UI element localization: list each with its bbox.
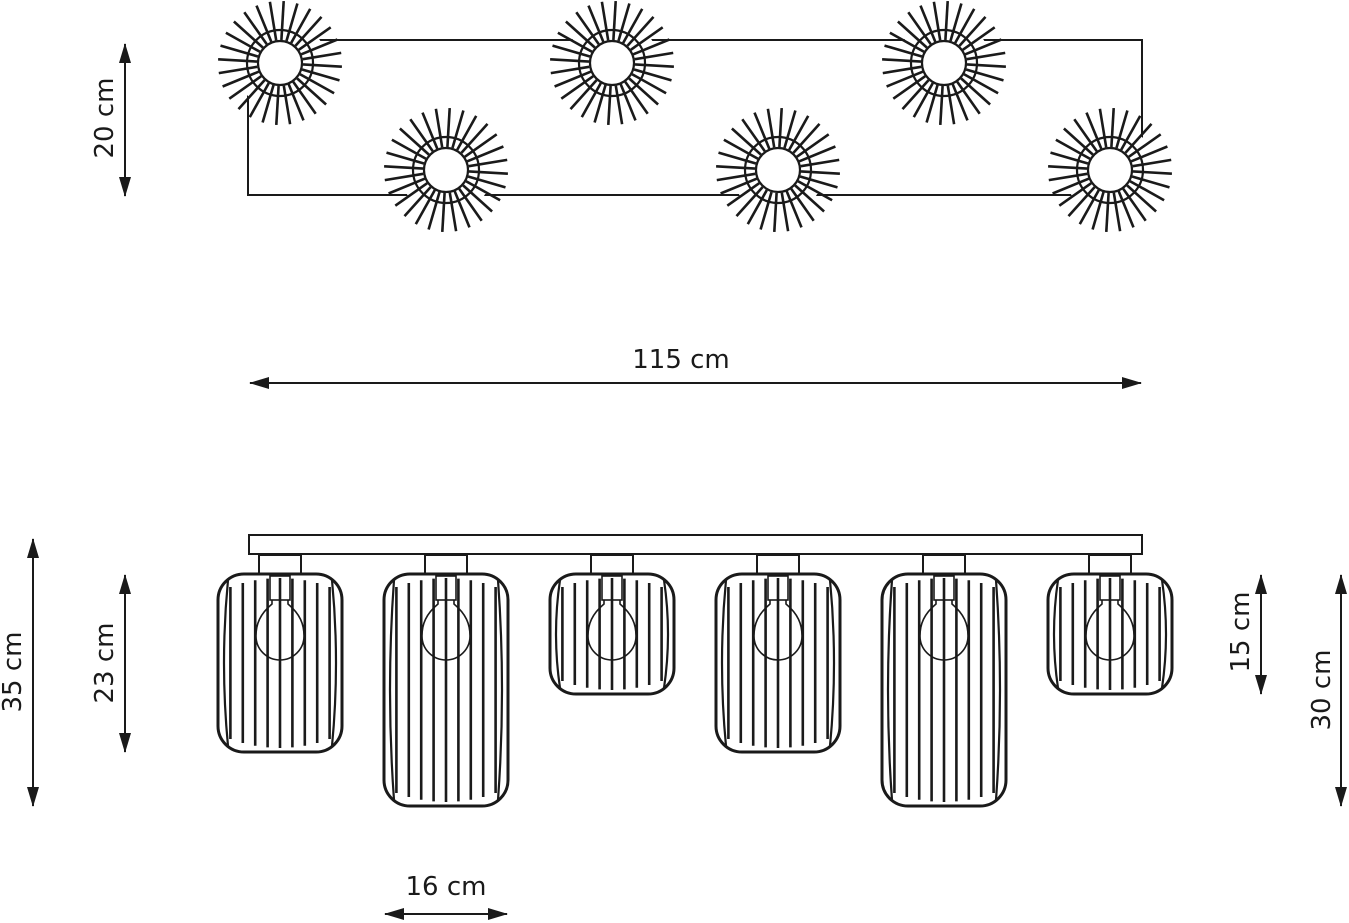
dimension-short-shade-height: 15 cm [1226,574,1267,695]
dimension-total-width: 115 cm [249,345,1142,389]
top-shade-6 [1048,108,1172,232]
front-shade-4 [714,554,842,754]
label-total-height: 35 cm [0,632,28,713]
dimension-long-shade-height: 23 cm [90,574,131,753]
dimension-max-drop: 30 cm [1307,574,1347,807]
label-max-drop: 30 cm [1307,650,1337,731]
dimension-top-height: 20 cm [90,43,131,197]
front-view-canopy-bar [248,534,1143,555]
front-shade-6 [1046,554,1174,696]
front-shade-1 [216,554,344,754]
label-short-shade-height: 15 cm [1226,592,1256,673]
front-view [216,534,1174,808]
dimension-shade-width: 16 cm [384,872,508,920]
top-view-canopy-outline [247,39,1143,196]
front-shade-2 [382,554,510,808]
top-shade-5 [882,1,1006,125]
label-long-shade-height: 23 cm [90,623,120,704]
label-top-height: 20 cm [90,78,120,159]
top-shade-4 [716,108,840,232]
top-view-shades [218,1,1172,232]
label-shade-width: 16 cm [406,872,487,902]
front-shade-5 [880,554,1008,808]
front-shade-3 [548,554,676,696]
top-shade-2 [384,108,508,232]
top-view [218,1,1172,232]
dimension-total-height: 35 cm [0,538,39,807]
front-view-shades [216,554,1174,808]
top-shade-3 [550,1,674,125]
label-total-width: 115 cm [632,345,730,375]
top-shade-1 [218,1,342,125]
